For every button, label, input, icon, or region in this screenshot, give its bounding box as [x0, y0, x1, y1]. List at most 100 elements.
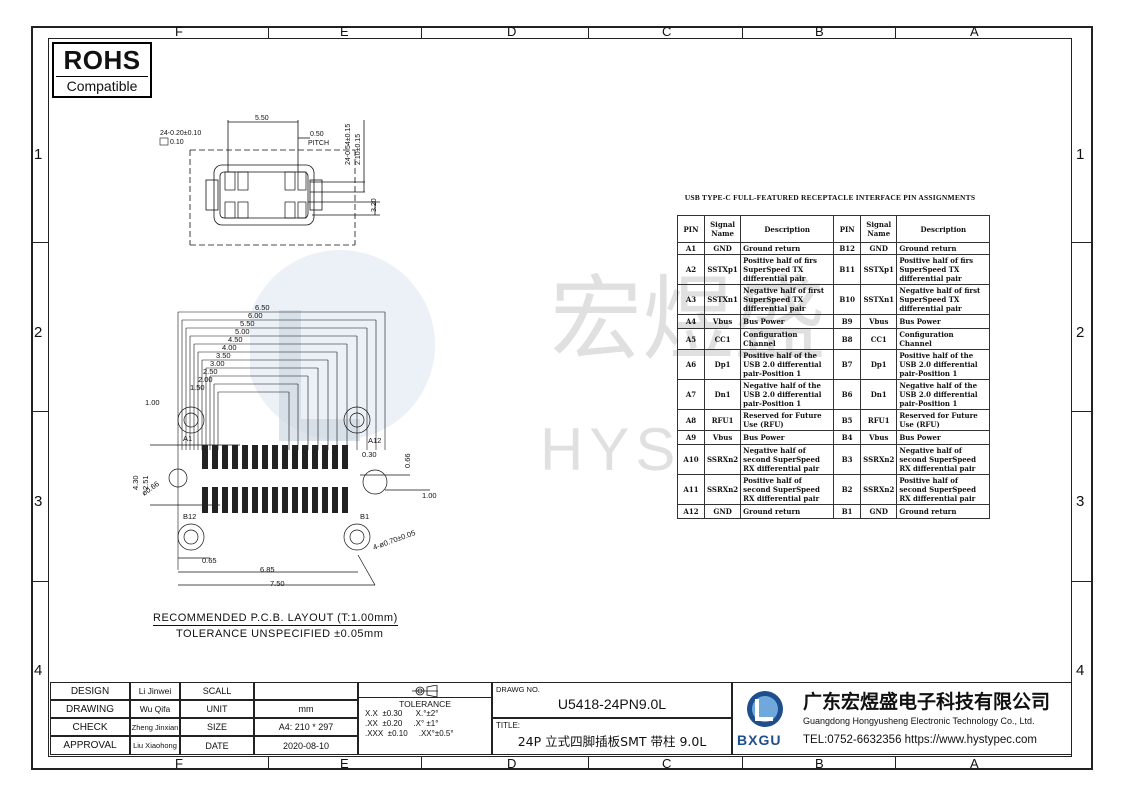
pin-number-cell: B3 — [833, 444, 862, 475]
pin-number-cell: B9 — [833, 314, 862, 329]
signal-name-cell: Vbus — [703, 314, 742, 329]
pcb-layout-title: RECOMMENDED P.C.B. LAYOUT (T:1.00mm) — [153, 612, 398, 626]
description-cell: Negative half of the USB 2.0 differentia… — [740, 379, 835, 410]
th-pin-a: PIN — [677, 215, 705, 243]
dim-1-00-right: 1.00 — [422, 491, 437, 500]
description-cell: Ground return — [740, 242, 835, 255]
company-name-cn: 广东宏煜盛电子科技有限公司 — [803, 691, 1051, 713]
pin-table-title: USB TYPE-C FULL-FEATURED RECEPTACLE INTE… — [684, 193, 976, 202]
field-size: SIZE — [180, 718, 254, 736]
pin-number-cell: A5 — [677, 328, 705, 350]
signal-name-cell: SSTXp1 — [703, 254, 742, 285]
label-drawing: DRAWING — [50, 700, 130, 718]
description-cell: Positive half of the USB 2.0 differentia… — [740, 349, 835, 380]
zone-col-d-bottom: D — [507, 756, 517, 771]
description-cell: Positive half of the USB 2.0 differentia… — [896, 349, 991, 380]
company-box: BXGU 广东宏煜盛电子科技有限公司 Guangdong Hongyusheng… — [732, 682, 1072, 755]
title-label: TITLE: — [496, 721, 521, 730]
th-desc-a: Description — [740, 215, 835, 243]
signal-name-cell: Dp1 — [703, 349, 742, 380]
value-scall — [254, 682, 358, 700]
watermark-logo — [250, 250, 435, 441]
pin-table-header: PIN Signal Name Description PIN Signal N… — [677, 215, 991, 243]
signal-name-cell: SSRXn2 — [703, 474, 742, 505]
zone-row-3: 3 — [34, 493, 43, 510]
company-logo-icon — [747, 691, 783, 727]
inner-frame — [48, 38, 1072, 757]
dim-1-50: 1.50 — [190, 383, 205, 392]
dim-7-50: 7.50 — [270, 579, 285, 588]
projection-symbol-icon — [412, 685, 438, 697]
signal-name-cell: SSRXn2 — [860, 444, 898, 475]
dim-6-85: 6.85 — [260, 565, 275, 574]
drawing-no-label: DRAWG NO. — [496, 685, 540, 694]
company-contact: TEL:0752-6632356 https://www.hystypec.co… — [803, 734, 1037, 746]
pin-number-cell: A6 — [677, 349, 705, 380]
pin-label-a1: A1 — [183, 434, 192, 443]
zone-row-4: 4 — [34, 662, 43, 679]
pin-label-b12: B12 — [183, 512, 196, 521]
zone-col-d: D — [507, 24, 517, 39]
dim-hole-dia: 4-ø0.70±0.05 — [372, 528, 417, 552]
signal-name-cell: Dn1 — [860, 379, 898, 410]
dim-2-51: 2.51 — [141, 475, 150, 490]
zone-col-a: A — [970, 24, 979, 39]
zone-col-b-bottom: B — [815, 756, 824, 771]
value-date: 2020-08-10 — [254, 736, 358, 755]
pin-number-cell: B4 — [833, 430, 862, 445]
pin-number-cell: A10 — [677, 444, 705, 475]
description-cell: Ground return — [740, 504, 835, 519]
description-cell: Bus Power — [740, 314, 835, 329]
signal-name-cell: GND — [703, 242, 742, 255]
dim-0-66: 0.66 — [403, 453, 412, 468]
zone-row-2: 2 — [34, 324, 43, 341]
dim-4-50: 4.50 — [228, 335, 243, 344]
zone-row-4-right: 4 — [1076, 662, 1085, 679]
dim-2-10: 2.10±0.15 — [355, 134, 362, 165]
watermark-en: HYS — [540, 416, 682, 483]
dim-2-50: 2.50 — [203, 367, 218, 376]
dim-5-50: 5.50 — [255, 115, 269, 122]
signal-name-cell: Dn1 — [703, 379, 742, 410]
signal-name-cell: RFU1 — [703, 409, 742, 431]
pin-number-cell: A12 — [677, 504, 705, 519]
pin-label-a12: A12 — [368, 436, 381, 445]
dim-0-65: 0.65 — [202, 556, 217, 565]
pin-number-cell: B5 — [833, 409, 862, 431]
signal-name-cell: CC1 — [703, 328, 742, 350]
signal-name-cell: CC1 — [860, 328, 898, 350]
top-view-drawing: 24-0.20±0.10 0.10 5.50 0.50 PITCH 24-0.5… — [159, 115, 380, 246]
name-check: Zheng Jinxian — [130, 718, 180, 736]
signal-name-cell: Vbus — [703, 430, 742, 445]
pin-number-cell: A4 — [677, 314, 705, 329]
pin-number-cell: B8 — [833, 328, 862, 350]
drawing-no-box: DRAWG NO. U5418-24PN9.0L — [492, 682, 732, 718]
pin-number-cell: B1 — [833, 504, 862, 519]
name-drawing: Wu Qifa — [130, 700, 180, 718]
field-scall: SCALL — [180, 682, 254, 700]
dim-3-00: 3.00 — [210, 359, 225, 368]
zone-row-2-right: 2 — [1076, 324, 1085, 341]
dim-6-00: 6.00 — [248, 311, 263, 320]
dim-2-00: 2.00 — [198, 375, 213, 384]
dim-tolerance-box: 0.10 — [170, 139, 184, 146]
signal-name-cell: RFU1 — [860, 409, 898, 431]
signal-name-cell: GND — [860, 242, 898, 255]
pin-assignment-table: PIN Signal Name Description PIN Signal N… — [677, 215, 991, 519]
value-unit: mm — [254, 700, 358, 718]
th-signal-b: Signal Name — [860, 215, 898, 243]
zone-col-b: B — [815, 24, 824, 39]
dim-4-30: 4.30 — [131, 475, 140, 490]
company-logo-text: BXGU — [737, 732, 782, 748]
th-pin-b: PIN — [833, 215, 862, 243]
drawing-no: U5418-24PN9.0L — [557, 696, 667, 712]
zone-col-a-bottom: A — [970, 756, 979, 771]
description-cell: Configuration Channel — [740, 328, 835, 350]
